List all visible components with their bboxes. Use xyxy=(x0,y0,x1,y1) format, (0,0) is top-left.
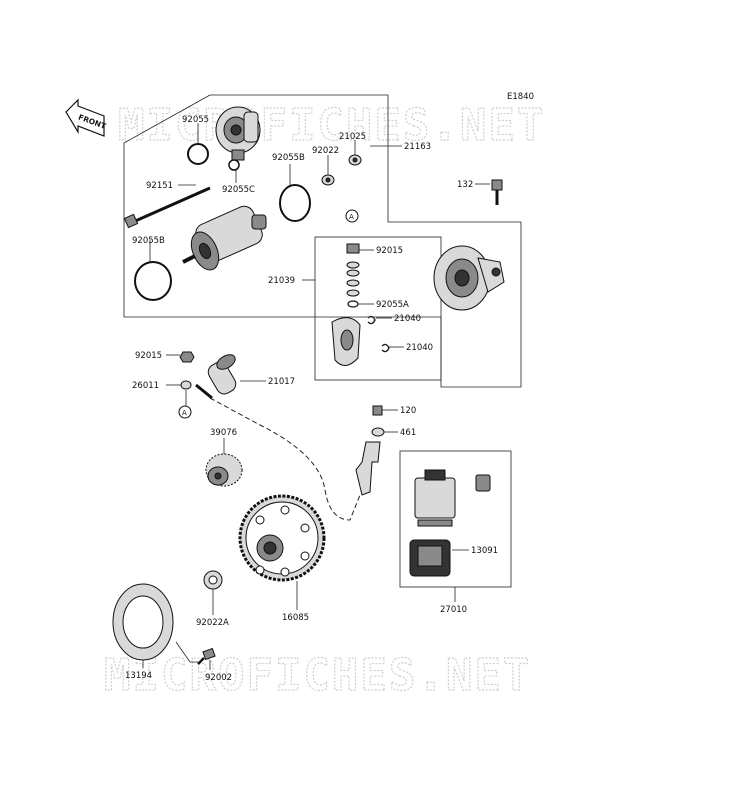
starter-relay-part xyxy=(414,469,456,527)
label-92055b-left: 92055B xyxy=(132,236,165,246)
oring-92055c-part xyxy=(228,159,240,171)
label-92151: 92151 xyxy=(146,181,173,191)
brush-group-outline xyxy=(314,236,442,381)
label-92055: 92055 xyxy=(182,115,209,125)
relay-group-outline xyxy=(399,450,512,588)
label-21040-a: 21040 xyxy=(394,314,421,324)
label-92055b-top: 92055B xyxy=(272,153,305,163)
washer-hole-icon xyxy=(352,157,358,163)
diagram-code: E1840 xyxy=(507,92,534,102)
label-92055c: 92055C xyxy=(222,185,255,195)
brush-plate-part xyxy=(331,317,361,366)
starter-clutch-13194-part xyxy=(112,583,174,661)
label-92015-left: 92015 xyxy=(135,351,162,361)
label-92015-top: 92015 xyxy=(376,246,403,256)
label-461: 461 xyxy=(400,428,416,438)
label-13091: 13091 xyxy=(471,546,498,556)
washer-26011-part xyxy=(180,380,192,390)
washer-hole-icon xyxy=(325,177,331,183)
label-13194: 13194 xyxy=(125,671,152,681)
bolt-120-part xyxy=(372,405,383,416)
cable-terminal-part xyxy=(195,383,213,400)
cable-dashed-line xyxy=(209,397,361,521)
front-arrow-icon: FRONT xyxy=(65,98,108,137)
label-120: 120 xyxy=(400,406,416,416)
label-92002: 92002 xyxy=(205,673,232,683)
starter-front-cover-part xyxy=(433,245,505,311)
marker-a-top: A xyxy=(345,209,359,223)
starter-end-cover-part xyxy=(215,106,261,161)
watermark-bottom: MICROFICHES.NET xyxy=(104,650,531,701)
marker-a-bottom: A xyxy=(178,405,192,419)
label-92055a: 92055A xyxy=(376,300,409,310)
svg-text:A: A xyxy=(349,213,354,221)
label-21039: 21039 xyxy=(268,276,295,286)
oring-92055b-top-part xyxy=(279,184,311,222)
bolt-92151-part xyxy=(123,186,211,229)
bracket-part xyxy=(355,441,381,496)
starter-motor-part xyxy=(182,205,267,271)
label-27010: 27010 xyxy=(440,605,467,615)
fuse-part xyxy=(475,474,491,492)
leader-lines xyxy=(142,123,490,670)
washer-hole-icon xyxy=(208,575,218,585)
bolt-leader-line xyxy=(175,641,198,663)
label-132: 132 xyxy=(457,180,473,190)
svg-text:A: A xyxy=(182,409,187,417)
spring-21040-b-part xyxy=(381,343,390,353)
label-21017: 21017 xyxy=(268,377,295,387)
clutch-gear-16085-part xyxy=(238,494,326,582)
bolt-132-part xyxy=(491,179,503,205)
relay-cover-13091-part xyxy=(409,539,451,577)
spring-21040-a-part xyxy=(367,315,376,325)
collar-461-part xyxy=(371,427,385,437)
starter-group-outline xyxy=(123,94,522,388)
nut-stack-part xyxy=(346,243,360,308)
nut-92015-part xyxy=(179,351,195,363)
label-21163: 21163 xyxy=(404,142,431,152)
label-21025: 21025 xyxy=(339,132,366,142)
cap-21017-part xyxy=(207,354,237,395)
label-26011: 26011 xyxy=(132,381,159,391)
label-39076: 39076 xyxy=(210,428,237,438)
watermark-top: MICROFICHES.NET xyxy=(118,100,545,151)
bolt-92002-part xyxy=(197,647,216,665)
label-16085: 16085 xyxy=(282,613,309,623)
label-92022: 92022 xyxy=(312,146,339,156)
oring-92055b-left-part xyxy=(134,261,172,301)
label-21040-b: 21040 xyxy=(406,343,433,353)
idle-gear-39076-part xyxy=(205,453,243,487)
label-92022a: 92022A xyxy=(196,618,229,628)
